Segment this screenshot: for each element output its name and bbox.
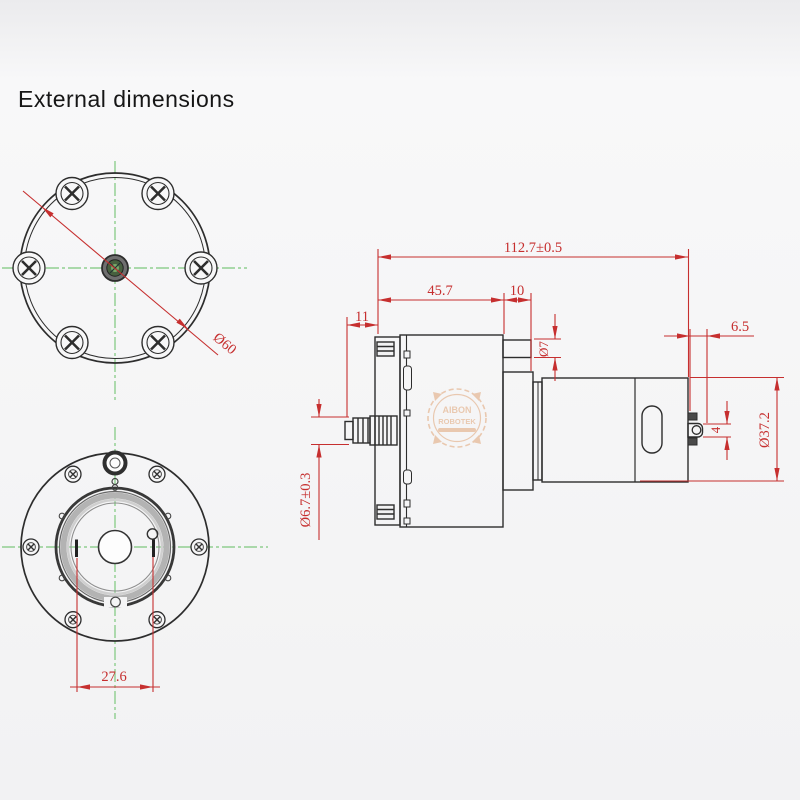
watermark-line2: ROBOTEK xyxy=(438,417,476,426)
inlet-nozzle xyxy=(344,415,398,446)
nozzle-length-label: 11 xyxy=(355,309,369,325)
rear-shaft-diameter-label: 4 xyxy=(708,426,723,433)
rear-circular-view xyxy=(20,450,210,642)
motor-diameter-label: Ø37.2 xyxy=(757,412,773,448)
brand-watermark: AIBON ROBOTEK xyxy=(427,388,487,448)
boss-diameter-label: Ø7 xyxy=(536,341,551,357)
port-spacing-label: 27.6 xyxy=(101,669,126,685)
flange-step xyxy=(502,371,534,491)
side-port-hole xyxy=(146,528,159,540)
dimension-lines xyxy=(22,190,784,692)
motor-vent-slot xyxy=(641,405,663,454)
flange-diameter-label: Ø60 xyxy=(210,330,239,358)
diaphragm-ring xyxy=(54,484,176,608)
watermark-underline xyxy=(438,428,476,432)
gearbox-length-label: 45.7 xyxy=(427,283,452,299)
side-view xyxy=(344,334,704,528)
motor-body xyxy=(541,377,689,483)
watermark-line1: AIBON xyxy=(443,405,472,415)
motor-front-ring xyxy=(532,381,543,481)
nozzle-diameter-label: Ø6.7±0.3 xyxy=(298,473,314,528)
overall-length-label: 112.7±0.5 xyxy=(504,240,562,256)
rear-shaft-hole xyxy=(691,425,702,435)
flange-length-label: 10 xyxy=(510,283,525,299)
center-bore xyxy=(97,529,133,565)
page-title: External dimensions xyxy=(18,86,235,112)
rear-shaft-stub xyxy=(687,422,704,438)
centerlines xyxy=(2,161,268,719)
watermark-corner-arrows xyxy=(433,392,481,444)
motor-rear-details xyxy=(687,412,704,446)
rear-shaft-length-label: 6.5 xyxy=(731,319,749,335)
top-boss xyxy=(502,339,532,359)
